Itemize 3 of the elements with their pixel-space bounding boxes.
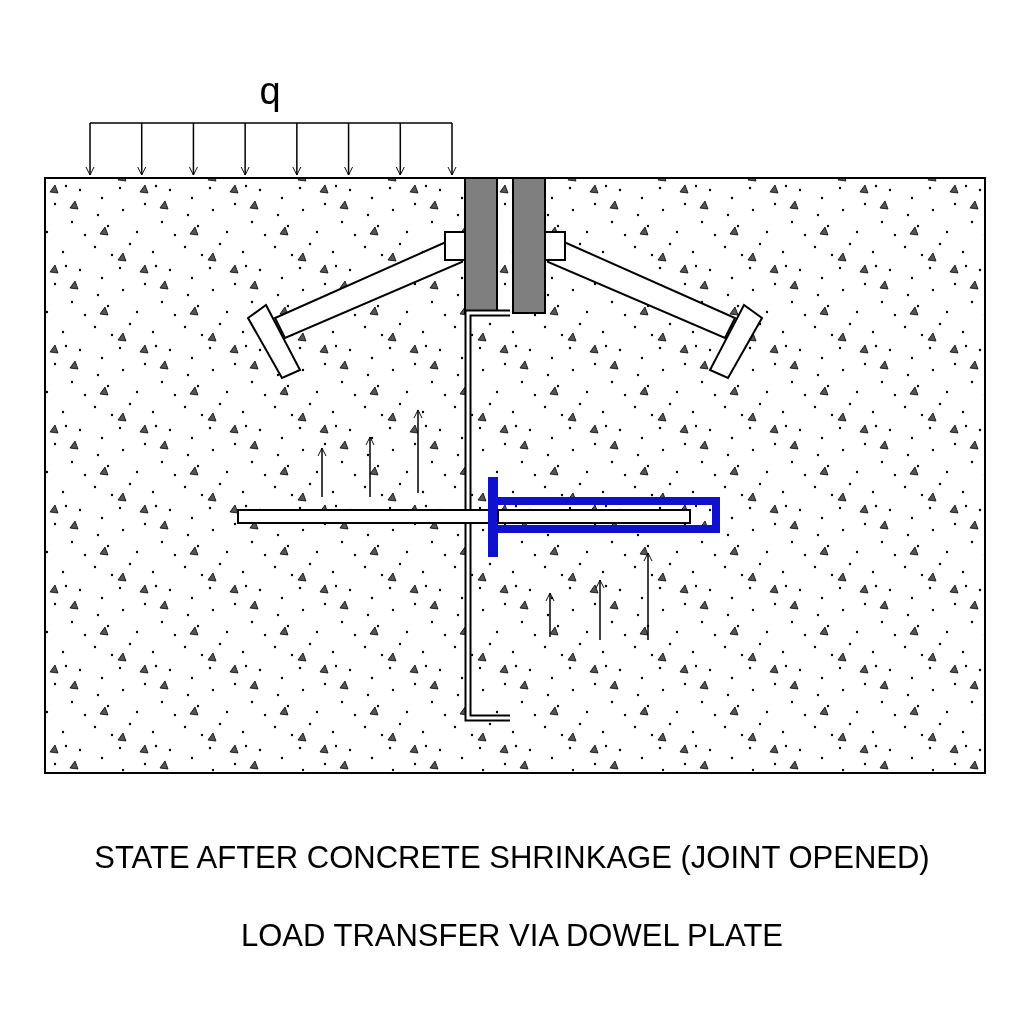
load-label: q [258,70,282,113]
caption-text: STATE AFTER CONCRETE SHRINKAGE (JOINT OPENED) [93,840,931,876]
caption-text: LOAD TRANSFER VIA DOWEL PLATE [239,918,785,954]
